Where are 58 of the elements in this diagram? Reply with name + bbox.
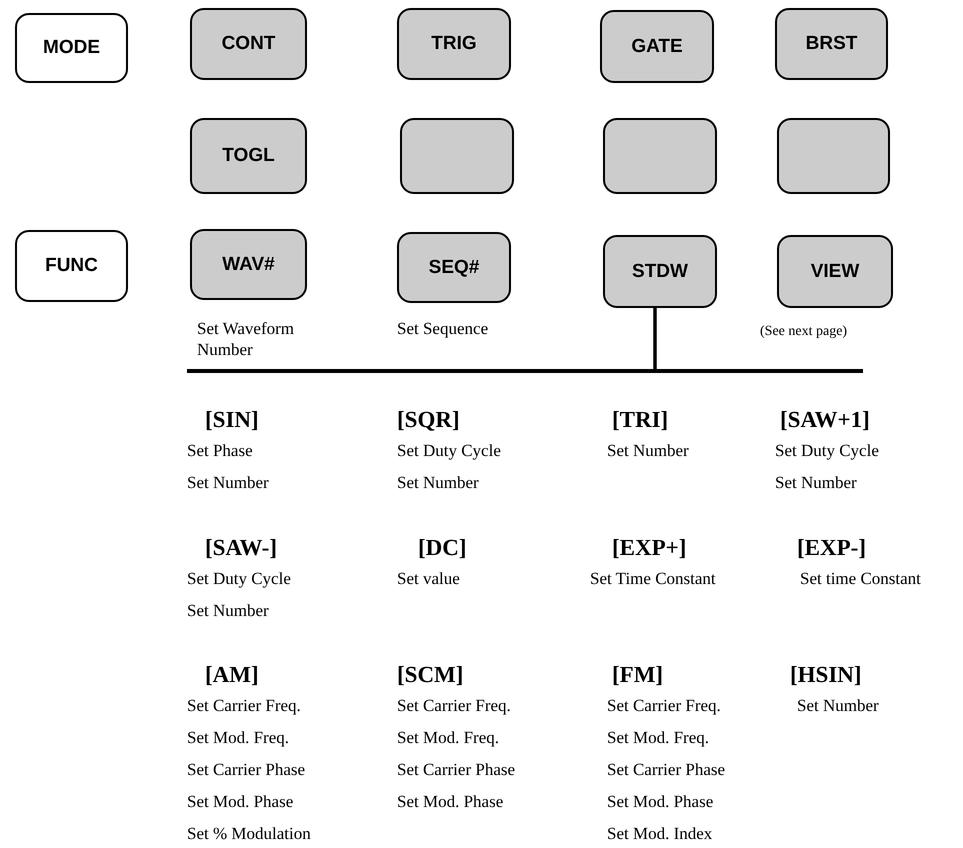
option-text: Set Mod. Phase	[397, 792, 504, 812]
option-text: Set Duty Cycle	[397, 441, 501, 461]
waveform-heading: [SCM]	[397, 662, 464, 688]
waveform-heading: [SAW+1]	[780, 407, 870, 433]
waveform-heading: [HSIN]	[790, 662, 862, 688]
option-text: Set Mod. Freq.	[397, 728, 499, 748]
waveform-heading: [EXP-]	[797, 535, 866, 561]
waveform-heading: [TRI]	[612, 407, 668, 433]
option-text: Set Duty Cycle	[187, 569, 291, 589]
option-text: Set Number	[607, 441, 689, 461]
waveform-heading: [SAW-]	[205, 535, 277, 561]
option-text: Set Carrier Freq.	[607, 696, 721, 716]
key: VIEW	[777, 235, 893, 308]
option-text: Set Carrier Phase	[397, 760, 516, 780]
key: GATE	[600, 10, 714, 83]
connector-line	[653, 308, 657, 369]
key: CONT	[190, 8, 307, 80]
option-text: Set value	[397, 569, 460, 589]
function-key: FUNC	[15, 230, 128, 302]
option-text: Set Duty Cycle	[775, 441, 879, 461]
horizontal-bar	[187, 369, 863, 373]
option-text: Set Number	[187, 601, 269, 621]
waveform-heading: [FM]	[612, 662, 664, 688]
blank-key	[777, 118, 890, 194]
key: BRST	[775, 8, 888, 80]
option-text: Set Time Constant	[590, 569, 716, 589]
option-text: Set Carrier Phase	[607, 760, 726, 780]
blank-key	[400, 118, 514, 194]
option-text: Set Mod. Phase	[187, 792, 294, 812]
option-text: Set Number	[797, 696, 879, 716]
mode-key: MODE	[15, 13, 128, 83]
key: WAV#	[190, 229, 307, 300]
option-text: Set time Constant	[800, 569, 921, 589]
option-text: Set Carrier Phase	[187, 760, 306, 780]
option-text: Set Carrier Freq.	[397, 696, 511, 716]
key-caption: (See next page)	[760, 323, 848, 341]
option-text: Set Phase	[187, 441, 253, 461]
key: SEQ#	[397, 232, 511, 303]
option-text: Set % Modulation	[187, 824, 311, 844]
option-text: Set Mod. Freq.	[607, 728, 709, 748]
option-text: Set Mod. Freq.	[187, 728, 289, 748]
waveform-heading: [DC]	[418, 535, 467, 561]
waveform-heading: [SIN]	[205, 407, 259, 433]
key: TRIG	[397, 8, 511, 80]
option-text: Set Mod. Index	[607, 824, 712, 844]
option-text: Set Number	[397, 473, 479, 493]
key-caption: Set Waveform Number	[197, 318, 295, 360]
key: STDW	[603, 235, 717, 308]
waveform-heading: [EXP+]	[612, 535, 686, 561]
waveform-heading: [SQR]	[397, 407, 460, 433]
key-caption: Set Sequence	[397, 318, 490, 339]
option-text: Set Number	[775, 473, 857, 493]
key: TOGL	[190, 118, 307, 194]
waveform-heading: [AM]	[205, 662, 259, 688]
option-text: Set Number	[187, 473, 269, 493]
option-text: Set Mod. Phase	[607, 792, 714, 812]
option-text: Set Carrier Freq.	[187, 696, 301, 716]
blank-key	[603, 118, 717, 194]
